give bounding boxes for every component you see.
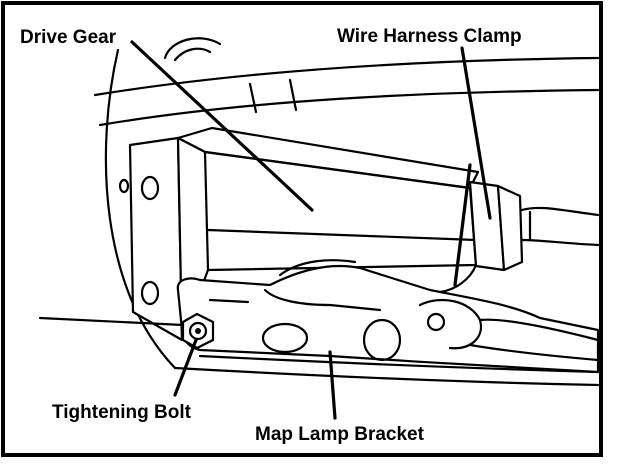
wire-harness-clamp-leader-lower — [453, 163, 472, 287]
tightening-bolt-label: Tightening Bolt — [52, 402, 192, 423]
map-lamp-bracket-label: Map Lamp Bracket — [255, 424, 425, 445]
wire-harness-clamp-label: Wire Harness Clamp — [337, 26, 522, 47]
tightening-bolt — [38, 312, 215, 350]
drive-gear-housing — [118, 126, 480, 342]
headliner-outline — [93, 37, 600, 387]
drive-gear-label: Drive Gear — [20, 27, 117, 48]
drive-gear-leader — [130, 40, 314, 212]
wire-harness-clamp-leader — [460, 46, 492, 220]
wire-harness-clamp — [468, 180, 600, 272]
map-lamp-bracket-leader — [328, 350, 337, 420]
map-lamp-bracket — [176, 259, 600, 374]
tightening-bolt-leader — [173, 338, 198, 397]
